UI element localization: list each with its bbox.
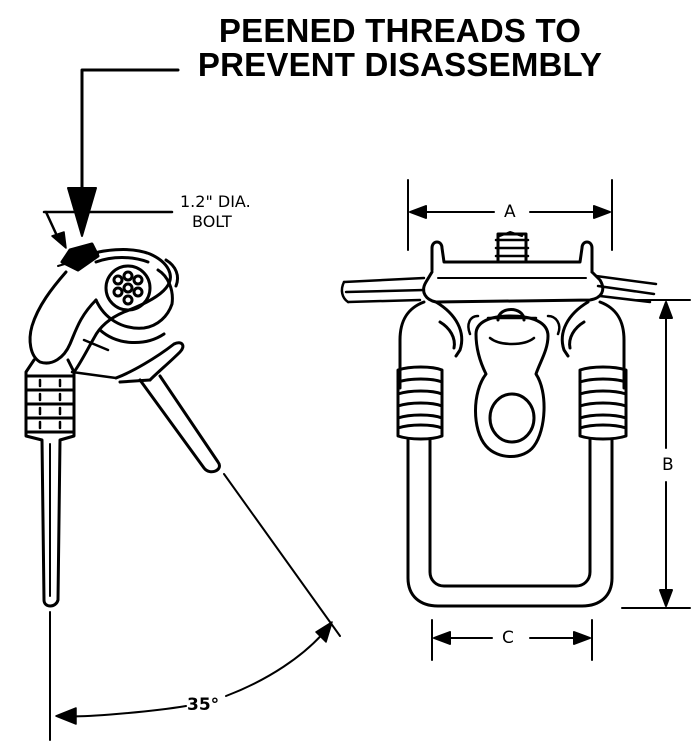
dimension-b-label: B — [662, 455, 674, 475]
front-bolt — [494, 231, 530, 264]
callout-title: PEENED THREADS TO PREVENT DISASSEMBLY — [180, 14, 620, 82]
callout-line-1: PEENED THREADS TO — [218, 12, 582, 49]
front-conductor — [340, 274, 658, 304]
eye-nut — [474, 308, 550, 458]
callout-line-2: PREVENT DISASSEMBLY — [197, 46, 603, 83]
dimension-a-label: A — [504, 202, 516, 222]
peened-bolt — [57, 242, 100, 272]
conductor-cross-section — [104, 264, 152, 312]
u-bolt — [406, 438, 614, 608]
dimension-c — [431, 619, 593, 661]
bolt-leader — [42, 210, 174, 249]
angle-label: 35° — [187, 695, 220, 715]
angle-dimension — [49, 473, 341, 741]
dimension-a — [407, 179, 613, 251]
right-sleeve — [578, 365, 628, 441]
bolt-label-line-2: BOLT — [192, 212, 232, 231]
dimension-b — [621, 299, 691, 609]
side-view-clamp — [24, 242, 221, 608]
left-sleeve — [396, 365, 444, 441]
bolt-label-line-1: 1.2" DIA. — [180, 192, 251, 211]
front-view-clamp — [340, 231, 658, 608]
dimension-c-label: C — [502, 628, 514, 648]
